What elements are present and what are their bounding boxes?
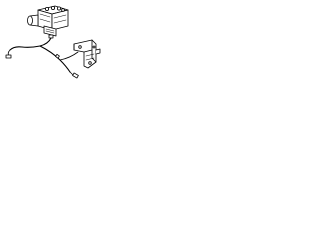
- parts-diagram: [5, 5, 101, 79]
- abs-modulator-unit: [27, 5, 69, 39]
- mounting-bracket: [73, 39, 101, 69]
- wiring-harness: [5, 37, 79, 79]
